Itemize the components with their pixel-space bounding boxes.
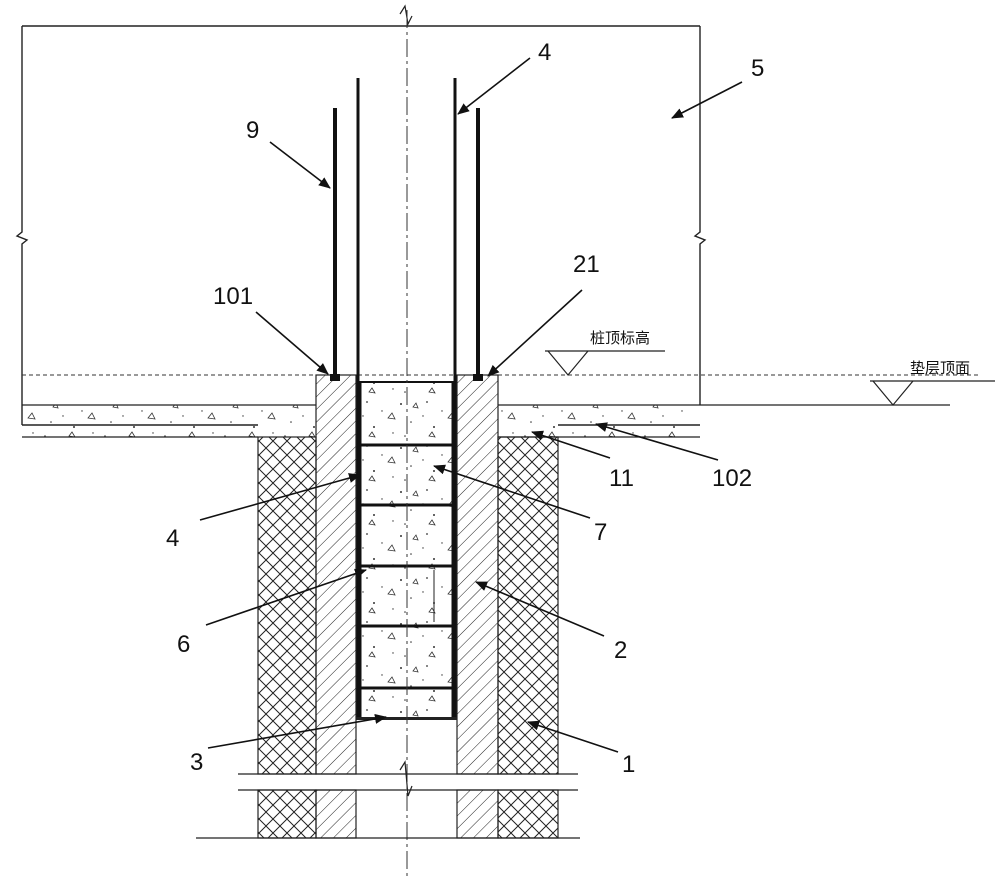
pile-top-elevation-symbol <box>545 351 665 375</box>
label-5: 5 <box>751 55 764 82</box>
label-2: 2 <box>614 637 627 664</box>
label-pile-top-elevation: 桩顶标高 <box>590 329 650 347</box>
label-11: 11 <box>609 465 634 492</box>
label-21: 21 <box>573 251 600 278</box>
label-9: 9 <box>246 117 259 144</box>
label-102: 102 <box>712 465 752 492</box>
pile-cap-outline <box>17 26 705 425</box>
label-1: 1 <box>622 751 635 778</box>
label-7: 7 <box>594 519 607 546</box>
bar-end-block-left <box>330 374 340 381</box>
label-3: 3 <box>190 749 203 776</box>
label-101: 101 <box>213 283 253 310</box>
cushion-top-elevation-symbol <box>870 381 995 405</box>
label-6: 6 <box>177 631 190 658</box>
label-4-top: 4 <box>538 39 551 66</box>
bar-end-block-right <box>473 374 483 381</box>
label-cushion-top: 垫层顶面 <box>910 359 970 377</box>
top-break-mark <box>400 6 412 24</box>
label-4-left: 4 <box>166 525 179 552</box>
